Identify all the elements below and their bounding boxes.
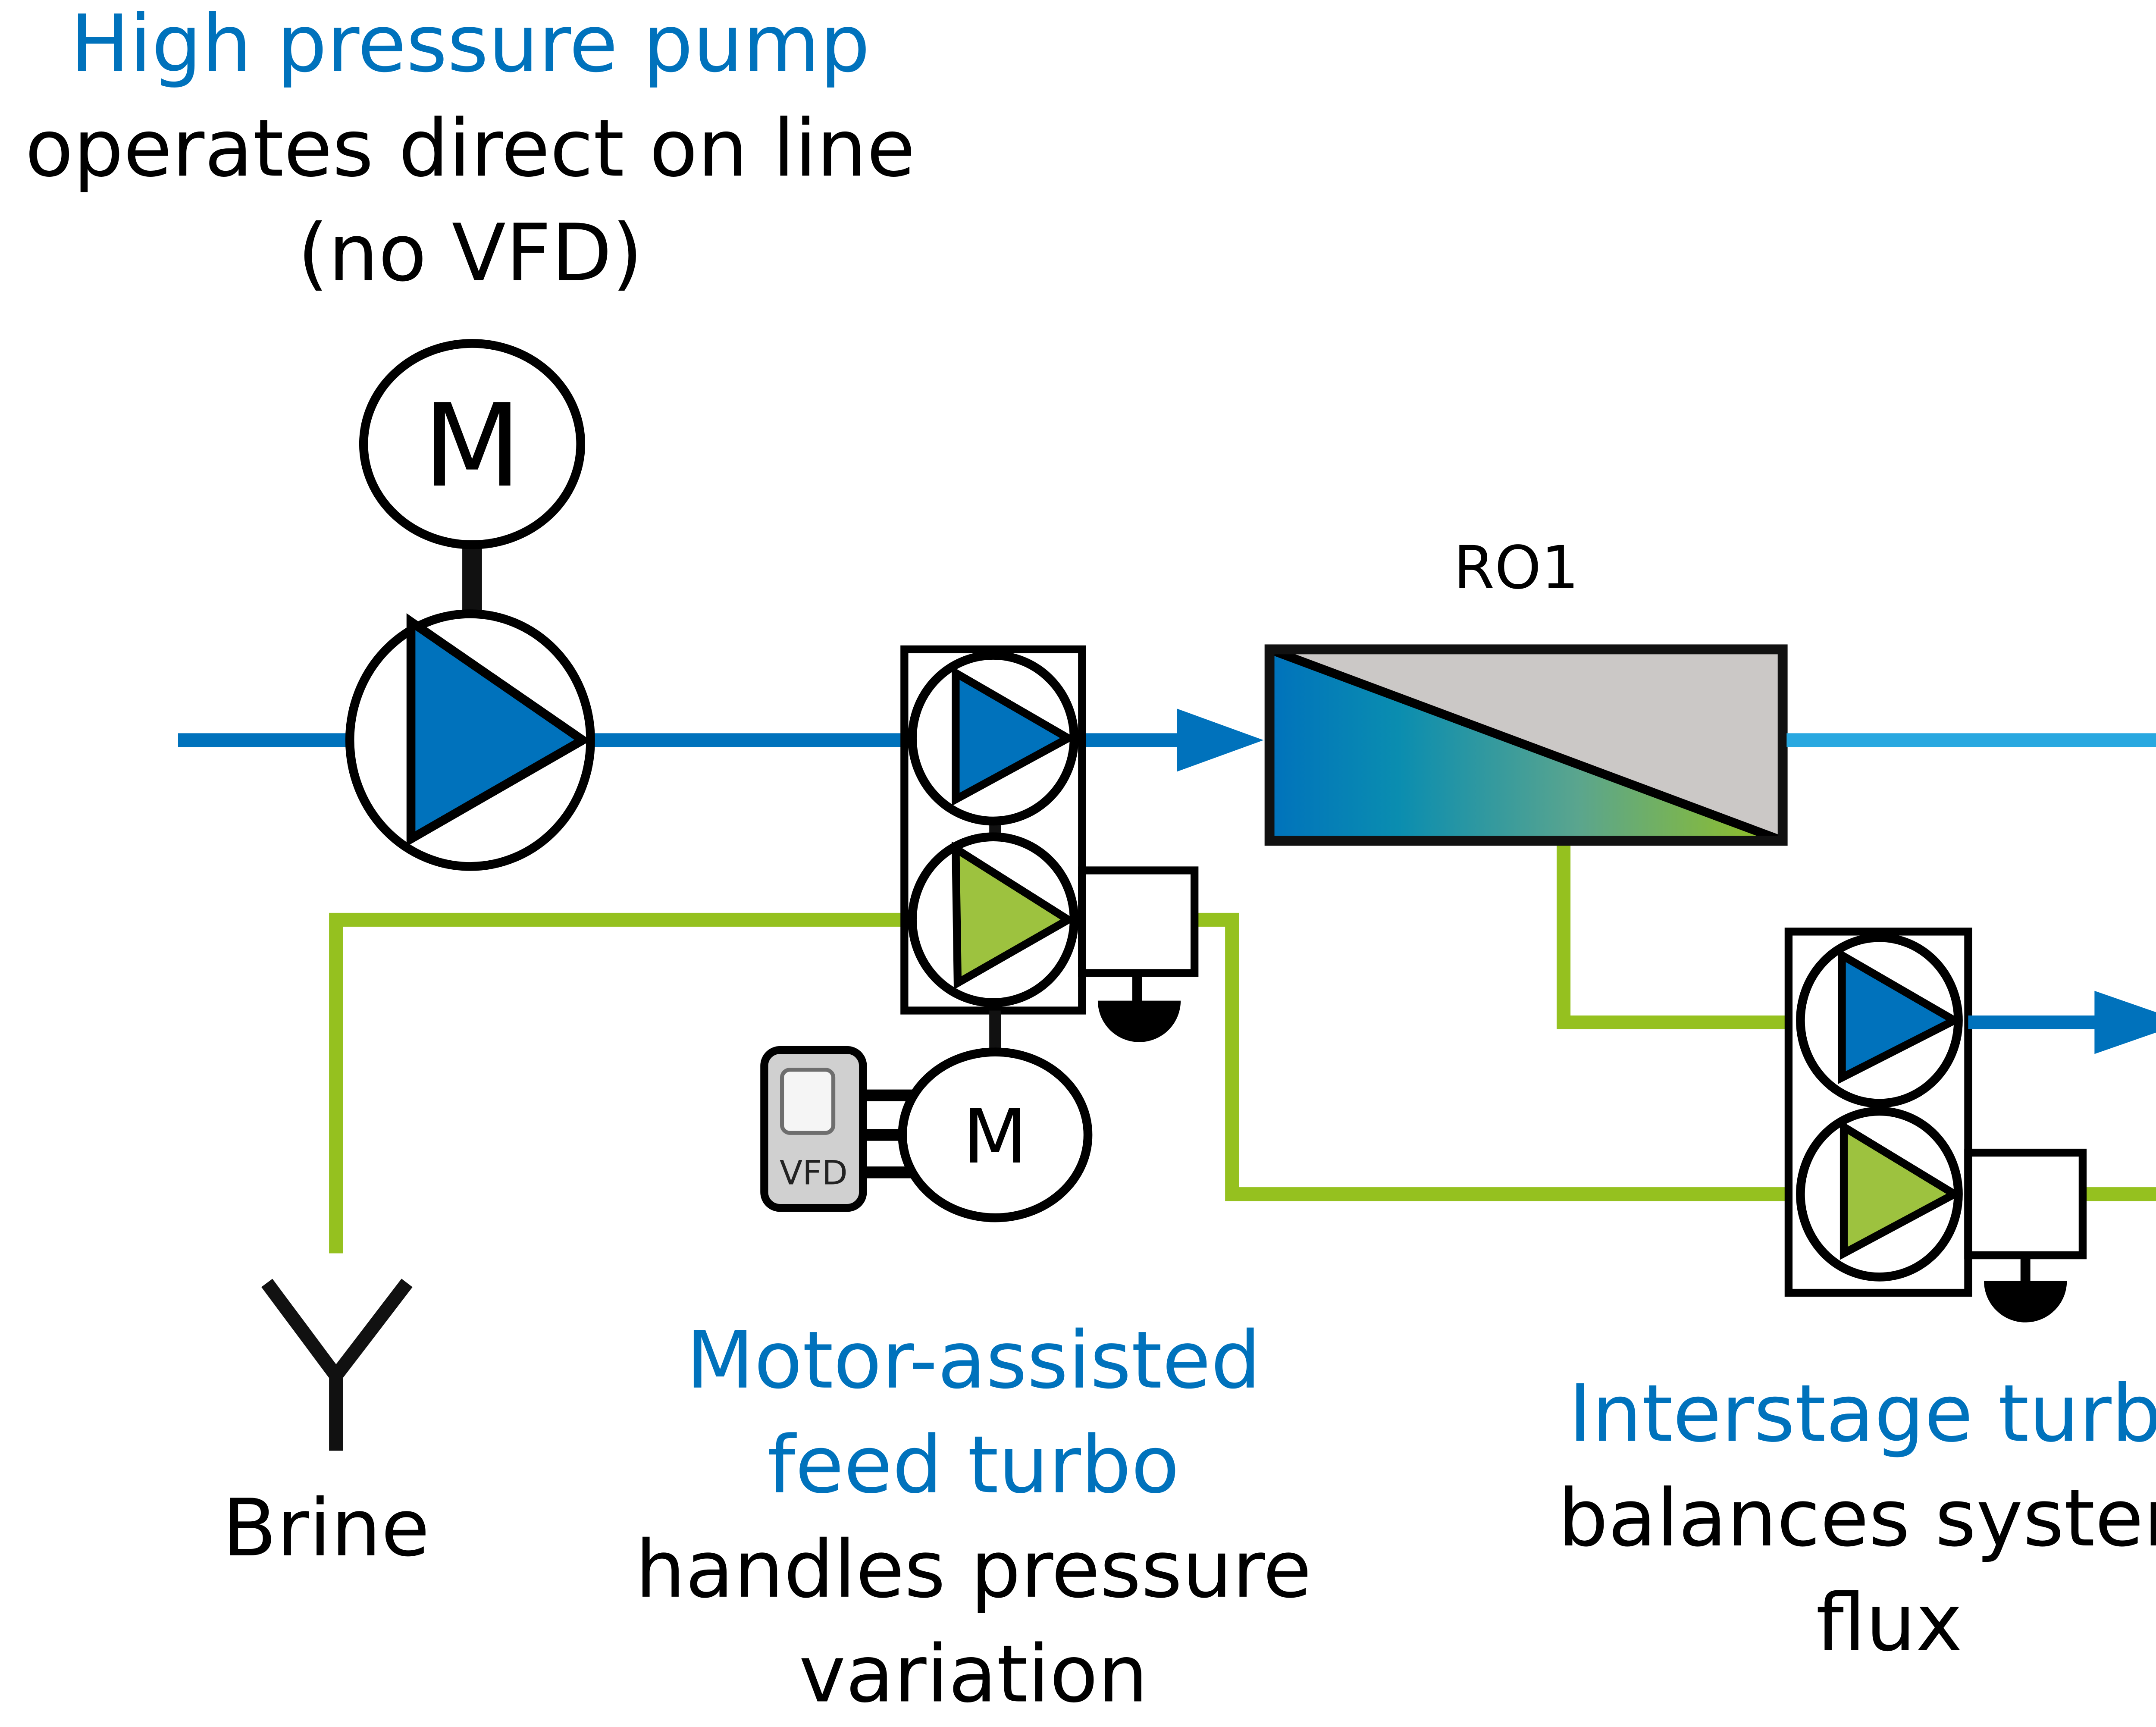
interstage-turbine-impeller-icon bbox=[1839, 1120, 1962, 1260]
feed-turbo-motor-label: M bbox=[963, 1094, 1028, 1181]
feed-turbo-title-line2: feed turbo bbox=[768, 1419, 1179, 1511]
interstage-arrow-icon bbox=[2094, 990, 2156, 1054]
hp-pump-impeller-icon bbox=[406, 613, 591, 847]
vfd-display-icon bbox=[780, 1068, 836, 1135]
ro1-membrane bbox=[1264, 644, 1788, 846]
interstage-title: Interstage turbo bbox=[1569, 1368, 2156, 1460]
feed-turbo-actuator-icon bbox=[1097, 1000, 1181, 1042]
hp-pump-title: High pressure pump bbox=[70, 0, 870, 90]
feed-turbo-desc-line2: variation bbox=[799, 1628, 1148, 1720]
hp-pump-desc-line1: operates direct on line bbox=[25, 103, 915, 194]
feed-arrow-icon bbox=[1176, 708, 1264, 772]
interstage-desc-line1: balances system bbox=[1558, 1473, 2156, 1564]
hp-motor: M bbox=[359, 339, 585, 618]
hp-pump bbox=[345, 609, 595, 871]
feed-turbo-desc-line1: handles pressure bbox=[635, 1524, 1311, 1616]
feed-turbo-turbine-impeller-icon bbox=[951, 841, 1076, 990]
hp-motor-label: M bbox=[423, 379, 521, 513]
brine-line bbox=[329, 839, 2156, 1254]
ro1-label: RO1 bbox=[1454, 534, 1579, 602]
permeate-line bbox=[1786, 733, 2156, 747]
feed-turbo-title-line1: Motor-assisted bbox=[686, 1315, 1261, 1407]
feed-turbo-motor: M bbox=[861, 1047, 1093, 1222]
brine-label: Brine bbox=[222, 1483, 429, 1574]
interstage-turbo bbox=[1784, 928, 2087, 1323]
hp-pump-desc-line2: (no VFD) bbox=[298, 207, 643, 299]
vfd-unit: VFD bbox=[760, 1046, 867, 1212]
interstage-desc-line2: flux bbox=[1816, 1577, 1962, 1669]
brine-outlet-icon bbox=[261, 1279, 413, 1451]
feed-line bbox=[178, 708, 1264, 772]
interstage-actuator-icon bbox=[1984, 1281, 2067, 1323]
interstage-pump-impeller-icon bbox=[1838, 948, 1963, 1084]
feed-turbo-pump-impeller-icon bbox=[952, 666, 1076, 806]
interstage-feed-line bbox=[1968, 990, 2156, 1054]
feed-turbo bbox=[900, 645, 1199, 1050]
vfd-label: VFD bbox=[780, 1153, 848, 1192]
